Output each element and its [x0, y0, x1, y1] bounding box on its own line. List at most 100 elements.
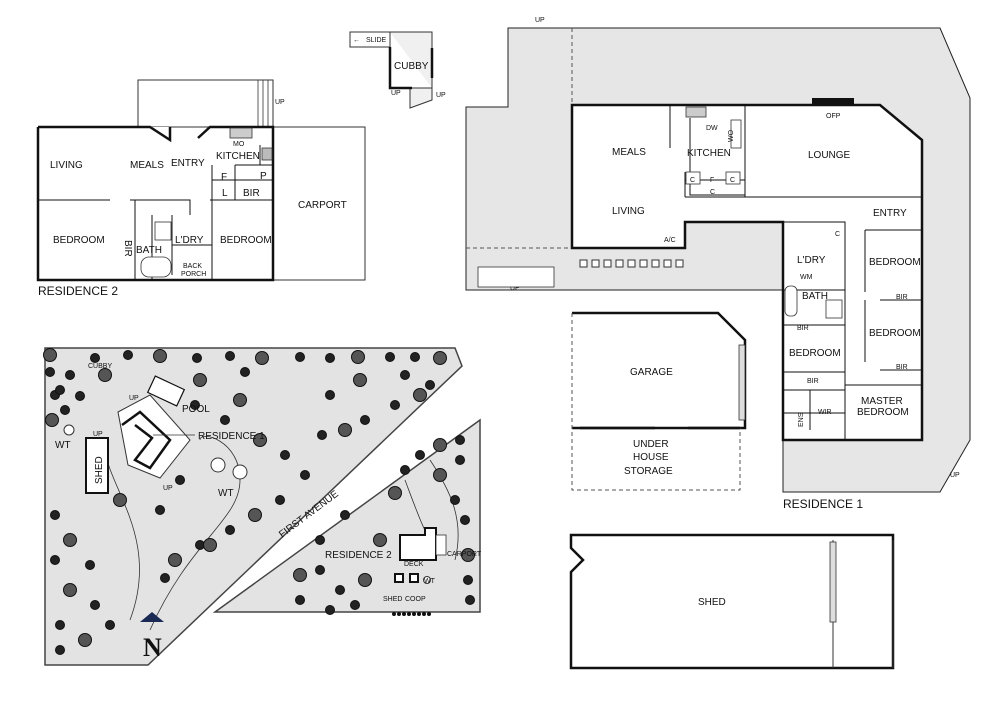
tree-icon	[325, 390, 335, 400]
residence-1-walls	[570, 103, 924, 442]
under-house-storage-label: HOUSE	[633, 452, 669, 463]
deck-post	[627, 259, 636, 268]
residence-2-site-label: RESIDENCE 2	[325, 550, 392, 561]
tree-icon	[225, 525, 235, 535]
deck-label: DECK	[404, 561, 424, 568]
tree-icon	[463, 575, 473, 585]
hedge-icon	[422, 612, 426, 616]
fireplace-icon	[812, 98, 854, 105]
cupboard-label: C	[710, 189, 715, 196]
room-laundry: L'DRY	[797, 255, 826, 266]
tree-icon	[315, 535, 325, 545]
tree-icon	[351, 350, 365, 364]
tree-icon	[43, 348, 57, 362]
pantry-label: P	[260, 171, 267, 182]
room-lounge: LOUNGE	[808, 150, 851, 161]
fridge-label: F	[221, 172, 227, 183]
bathtub-icon	[784, 285, 798, 317]
sink-icon	[229, 127, 253, 139]
back-porch-label: PORCH	[181, 271, 206, 278]
tree-icon	[325, 605, 335, 615]
residence-1-floor-plan: UP UP UP MEALS KITCHEN DW WO LOUNGE OFP …	[465, 17, 971, 511]
hedge-icon	[392, 612, 396, 616]
room-meals: MEALS	[130, 160, 164, 171]
room-master-bedroom: MASTER	[861, 396, 903, 407]
deck-post	[651, 259, 660, 268]
tree-icon	[340, 510, 350, 520]
tree-icon	[160, 573, 170, 583]
tree-icon	[85, 560, 95, 570]
tree-icon	[45, 413, 59, 427]
tree-icon	[400, 465, 410, 475]
tree-icon	[338, 423, 352, 437]
shed-plan: SHED	[569, 533, 895, 670]
room-bedroom: BEDROOM	[789, 348, 841, 359]
pool-label: POOL	[182, 404, 210, 415]
tree-icon	[253, 433, 267, 447]
up-label: UP	[950, 472, 960, 479]
tree-icon	[255, 351, 269, 365]
sink-icon	[685, 106, 707, 118]
tree-icon	[350, 600, 360, 610]
tree-icon	[78, 633, 92, 647]
deck-post	[675, 259, 684, 268]
residence-2-walls	[36, 125, 275, 282]
built-in-robe-label: BIR	[896, 364, 908, 371]
tree-icon	[65, 370, 75, 380]
tree-icon	[75, 391, 85, 401]
room-kitchen: KITCHEN	[687, 148, 731, 159]
up-label: UP	[436, 92, 446, 99]
tree-icon	[455, 455, 465, 465]
north-label: N	[143, 633, 162, 662]
tree-icon	[400, 370, 410, 380]
built-in-robe-label: BIR	[122, 240, 133, 257]
hedge-icon	[412, 612, 416, 616]
cupboard-label: C	[730, 177, 735, 184]
washing-machine-label: WM	[800, 274, 813, 281]
tree-icon	[385, 352, 395, 362]
room-carport: CARPORT	[298, 200, 347, 211]
tree-icon	[325, 353, 335, 363]
room-bedroom: BEDROOM	[869, 328, 921, 339]
tree-icon	[293, 568, 307, 582]
water-tank-label: WT	[424, 578, 436, 585]
up-label: UP	[391, 90, 401, 97]
tree-icon	[60, 405, 70, 415]
tree-icon	[248, 508, 262, 522]
carport-label: CARPORT	[447, 551, 482, 558]
room-bedroom: BEDROOM	[53, 235, 105, 246]
tree-icon	[433, 351, 447, 365]
room-entry: ENTRY	[873, 208, 907, 219]
water-tank-label: WT	[218, 488, 234, 499]
tree-icon	[225, 351, 235, 361]
tree-icon	[193, 373, 207, 387]
room-bath: BATH	[802, 291, 828, 302]
tree-icon	[153, 349, 167, 363]
tree-icon	[433, 468, 447, 482]
room-bedroom: BEDROOM	[869, 257, 921, 268]
fridge-label: F	[710, 177, 714, 184]
deck-post	[639, 259, 648, 268]
tree-icon	[317, 430, 327, 440]
tree-icon	[415, 450, 425, 460]
tree-icon	[335, 585, 345, 595]
room-master-bedroom: BEDROOM	[857, 407, 909, 418]
up-label: UP	[93, 431, 103, 438]
hedge-icon	[407, 612, 411, 616]
room-kitchen: KITCHEN	[216, 151, 260, 162]
tree-icon	[425, 380, 435, 390]
room-meals: MEALS	[612, 147, 646, 158]
shed-site-label: SHED	[94, 456, 105, 484]
tree-icon	[113, 493, 127, 507]
tree-icon	[455, 435, 465, 445]
tree-icon	[90, 353, 100, 363]
deck-post	[603, 259, 612, 268]
tree-icon	[295, 595, 305, 605]
tree-icon	[373, 533, 387, 547]
tree-icon	[461, 548, 475, 562]
bathtub-icon	[140, 256, 172, 278]
tree-icon	[300, 470, 310, 480]
dishwasher-label: DW	[706, 125, 718, 132]
tree-icon	[155, 505, 165, 515]
